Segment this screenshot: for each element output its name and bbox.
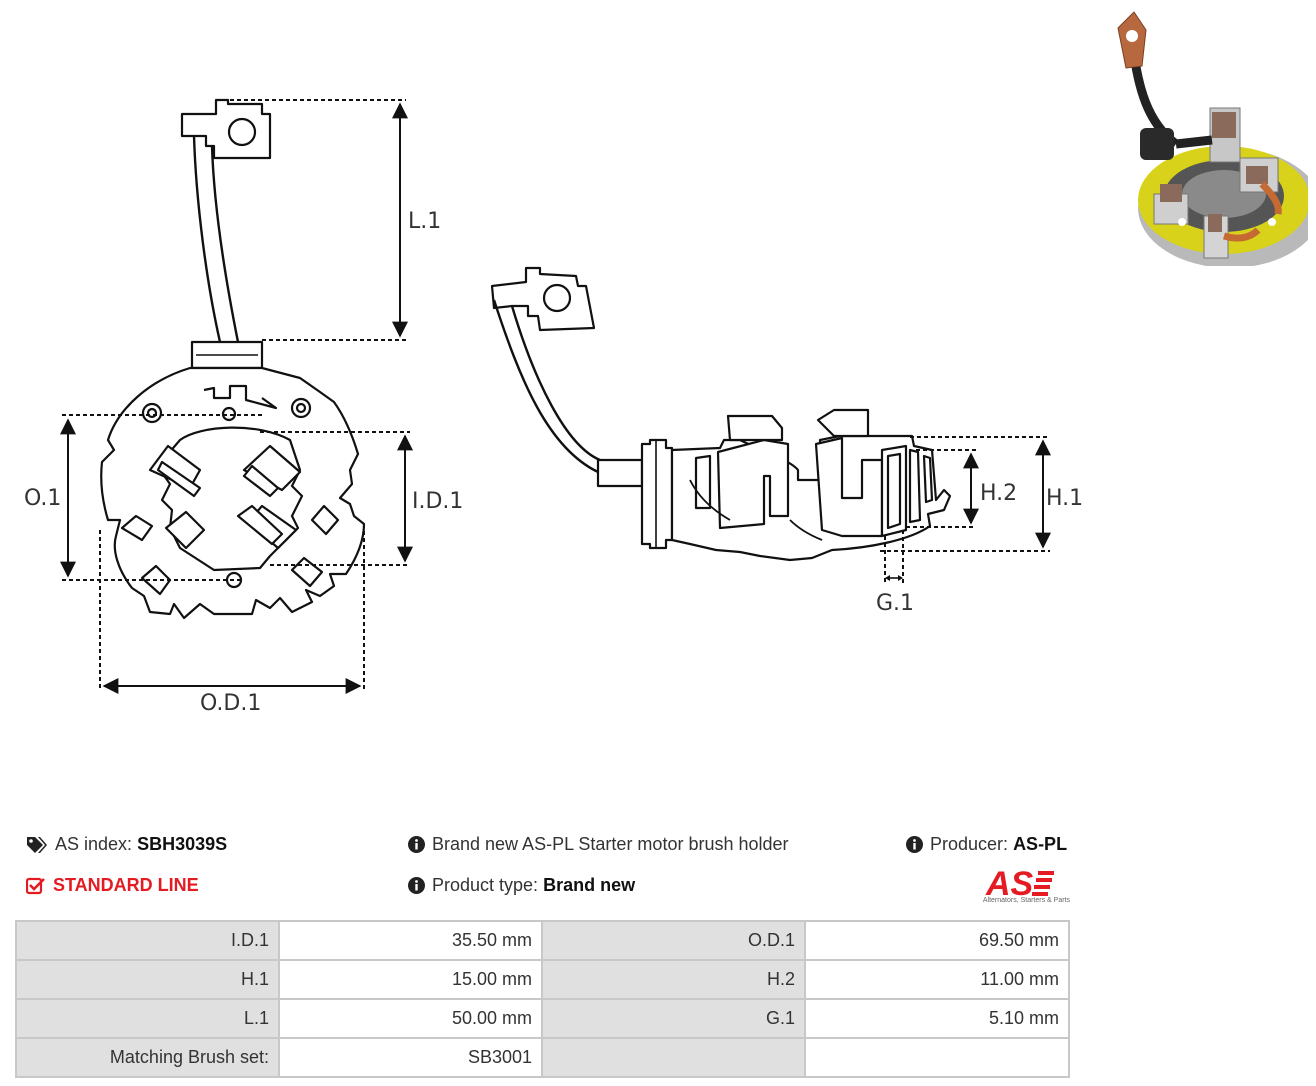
- logo-text: AS: [985, 865, 1034, 903]
- info-circle-icon: [906, 836, 923, 853]
- table-row: H.1 15.00 mm H.2 11.00 mm: [15, 959, 1070, 1000]
- dim-label-h1: H.1: [1046, 486, 1083, 511]
- spec-value: 50.00 mm: [278, 998, 543, 1039]
- spec-label: L.1: [15, 998, 280, 1039]
- spec-label: [541, 1037, 806, 1078]
- product-type-line: Product type: Brand new: [408, 875, 635, 896]
- info-circle-icon: [408, 836, 425, 853]
- spec-value: [804, 1037, 1070, 1078]
- as-index-value: SBH3039S: [137, 834, 228, 854]
- standard-line-badge: STANDARD LINE: [26, 875, 199, 896]
- producer-line: Producer: AS-PL: [906, 834, 1067, 855]
- producer-label: Producer:: [930, 834, 1009, 854]
- spec-value: 5.10 mm: [804, 998, 1070, 1039]
- spec-label: Matching Brush set:: [15, 1037, 280, 1078]
- spec-value: 11.00 mm: [804, 959, 1070, 1000]
- spec-value: 35.50 mm: [278, 920, 543, 961]
- standard-line-text: STANDARD LINE: [53, 875, 199, 895]
- spec-label: G.1: [541, 998, 806, 1039]
- dim-label-h2: H.2: [980, 481, 1017, 506]
- spec-label: H.1: [15, 959, 280, 1000]
- logo-tagline: Alternators, Starters & Parts: [982, 897, 1070, 904]
- spec-label: I.D.1: [15, 920, 280, 961]
- left-view-dimensions: [60, 99, 413, 694]
- table-row: I.D.1 35.50 mm O.D.1 69.50 mm: [15, 920, 1070, 961]
- spec-value: SB3001: [278, 1037, 543, 1078]
- spec-value: 69.50 mm: [804, 920, 1070, 961]
- table-row: Matching Brush set: SB3001: [15, 1037, 1070, 1078]
- product-photo: [1117, 11, 1308, 266]
- dim-label-od1: O.D.1: [200, 691, 261, 716]
- as-pl-logo: AS: [985, 865, 1054, 903]
- as-index-line: AS index: SBH3039S: [26, 834, 227, 855]
- description-text: Brand new AS-PL Starter motor brush hold…: [432, 834, 789, 854]
- spec-value: 15.00 mm: [278, 959, 543, 1000]
- as-index-label: AS index:: [55, 834, 133, 854]
- dim-label-l1: L.1: [408, 209, 441, 234]
- dim-label-o1: O.1: [24, 486, 61, 511]
- specs-table: I.D.1 35.50 mm O.D.1 69.50 mm H.1 15.00 …: [15, 920, 1070, 1078]
- table-row: L.1 50.00 mm G.1 5.10 mm: [15, 998, 1070, 1039]
- spec-label: O.D.1: [541, 920, 806, 961]
- tag-icon: [27, 836, 47, 853]
- spec-label: H.2: [541, 959, 806, 1000]
- product-type-label: Product type:: [432, 875, 539, 895]
- brush-holder-top-view: [100, 98, 366, 620]
- dim-label-id1: I.D.1: [412, 489, 463, 514]
- description-line: Brand new AS-PL Starter motor brush hold…: [408, 834, 789, 855]
- product-type-value: Brand new: [543, 875, 636, 895]
- producer-value: AS-PL: [1013, 834, 1068, 854]
- dim-label-g1: G.1: [876, 591, 914, 616]
- info-circle-icon: [408, 877, 425, 894]
- check-square-icon: [26, 877, 45, 894]
- brush-holder-side-view: [490, 266, 952, 562]
- technical-drawing: L.1 O.1 I.D.1 O.D.1: [24, 98, 1083, 716]
- right-view-dimensions: [880, 436, 1051, 584]
